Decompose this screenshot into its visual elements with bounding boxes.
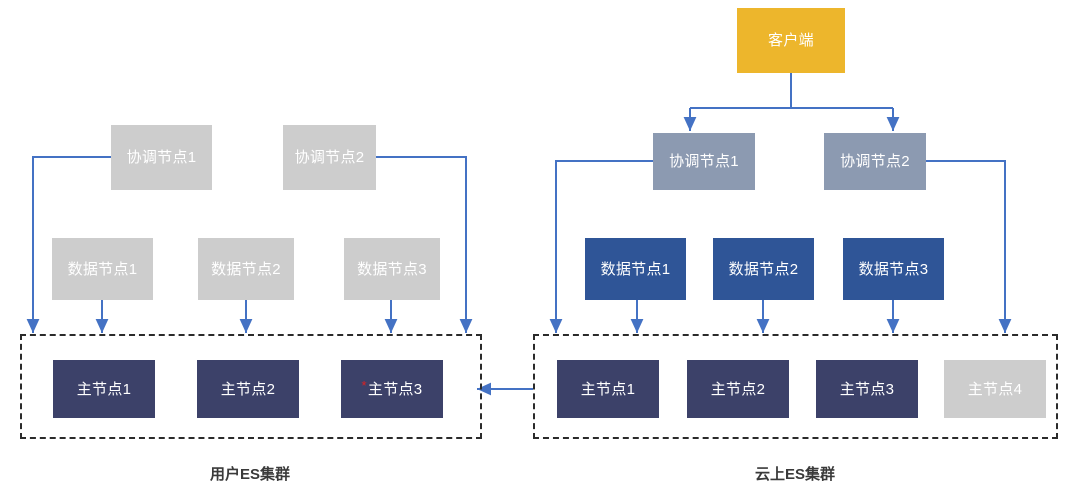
user-data-node-3[interactable]: 数据节点3	[344, 238, 440, 300]
cloud-data-node-1-label: 数据节点1	[600, 260, 671, 278]
cloud-master-node-4-label: 主节点4	[967, 380, 1023, 398]
user-data-node-1-label: 数据节点1	[67, 260, 138, 278]
cloud-cluster-boundary	[533, 334, 1058, 439]
user-coordinator-node-2[interactable]: 协调节点2	[283, 125, 376, 190]
client-node[interactable]: 客户端	[737, 8, 845, 73]
cloud-data-node-3-label: 数据节点3	[858, 260, 929, 278]
user-data-node-2[interactable]: 数据节点2	[198, 238, 294, 300]
user-data-node-2-label: 数据节点2	[211, 260, 281, 278]
user-data-node-3-label: 数据节点3	[357, 260, 427, 278]
cloud-master-node-1[interactable]: 主节点1	[557, 360, 659, 418]
cloud-cluster-caption: 云上ES集群	[754, 466, 835, 483]
cloud-data-node-2[interactable]: 数据节点2	[713, 238, 814, 300]
user-master-node-2-label: 主节点2	[220, 380, 276, 398]
cloud-data-node-3[interactable]: 数据节点3	[843, 238, 944, 300]
cloud-master-node-3[interactable]: 主节点3	[816, 360, 918, 418]
user-master-node-2[interactable]: 主节点2	[197, 360, 299, 418]
cloud-master-node-4[interactable]: 主节点4	[944, 360, 1046, 418]
user-master-node-3[interactable]: * 主节点3	[341, 360, 443, 418]
user-data-node-1[interactable]: 数据节点1	[52, 238, 153, 300]
user-master-node-3-label: 主节点3	[367, 380, 423, 398]
cloud-coordinator-node-1-label: 协调节点1	[669, 153, 739, 170]
cloud-data-node-1[interactable]: 数据节点1	[585, 238, 686, 300]
cloud-master-node-3-label: 主节点3	[839, 380, 895, 398]
cloud-coordinator-node-2[interactable]: 协调节点2	[824, 133, 926, 190]
cloud-data-node-2-label: 数据节点2	[728, 260, 799, 278]
cloud-master-node-1-label: 主节点1	[580, 380, 636, 398]
user-coordinator-node-2-label: 协调节点2	[294, 149, 365, 166]
cloud-coordinator-node-2-label: 协调节点2	[840, 153, 910, 170]
cloud-master-node-2[interactable]: 主节点2	[687, 360, 789, 418]
cloud-master-node-2-label: 主节点2	[710, 380, 766, 398]
user-cluster-boundary	[20, 334, 482, 439]
master-node-alert-marker-icon: *	[361, 377, 367, 393]
cloud-coordinator-node-1[interactable]: 协调节点1	[653, 133, 755, 190]
user-cluster-caption: 用户ES集群	[209, 466, 290, 483]
user-coordinator-node-1-label: 协调节点1	[126, 149, 197, 166]
user-master-node-1-label: 主节点1	[76, 380, 132, 398]
user-master-node-1[interactable]: 主节点1	[53, 360, 155, 418]
user-coordinator-node-1[interactable]: 协调节点1	[111, 125, 212, 190]
client-node-label: 客户端	[768, 32, 814, 49]
